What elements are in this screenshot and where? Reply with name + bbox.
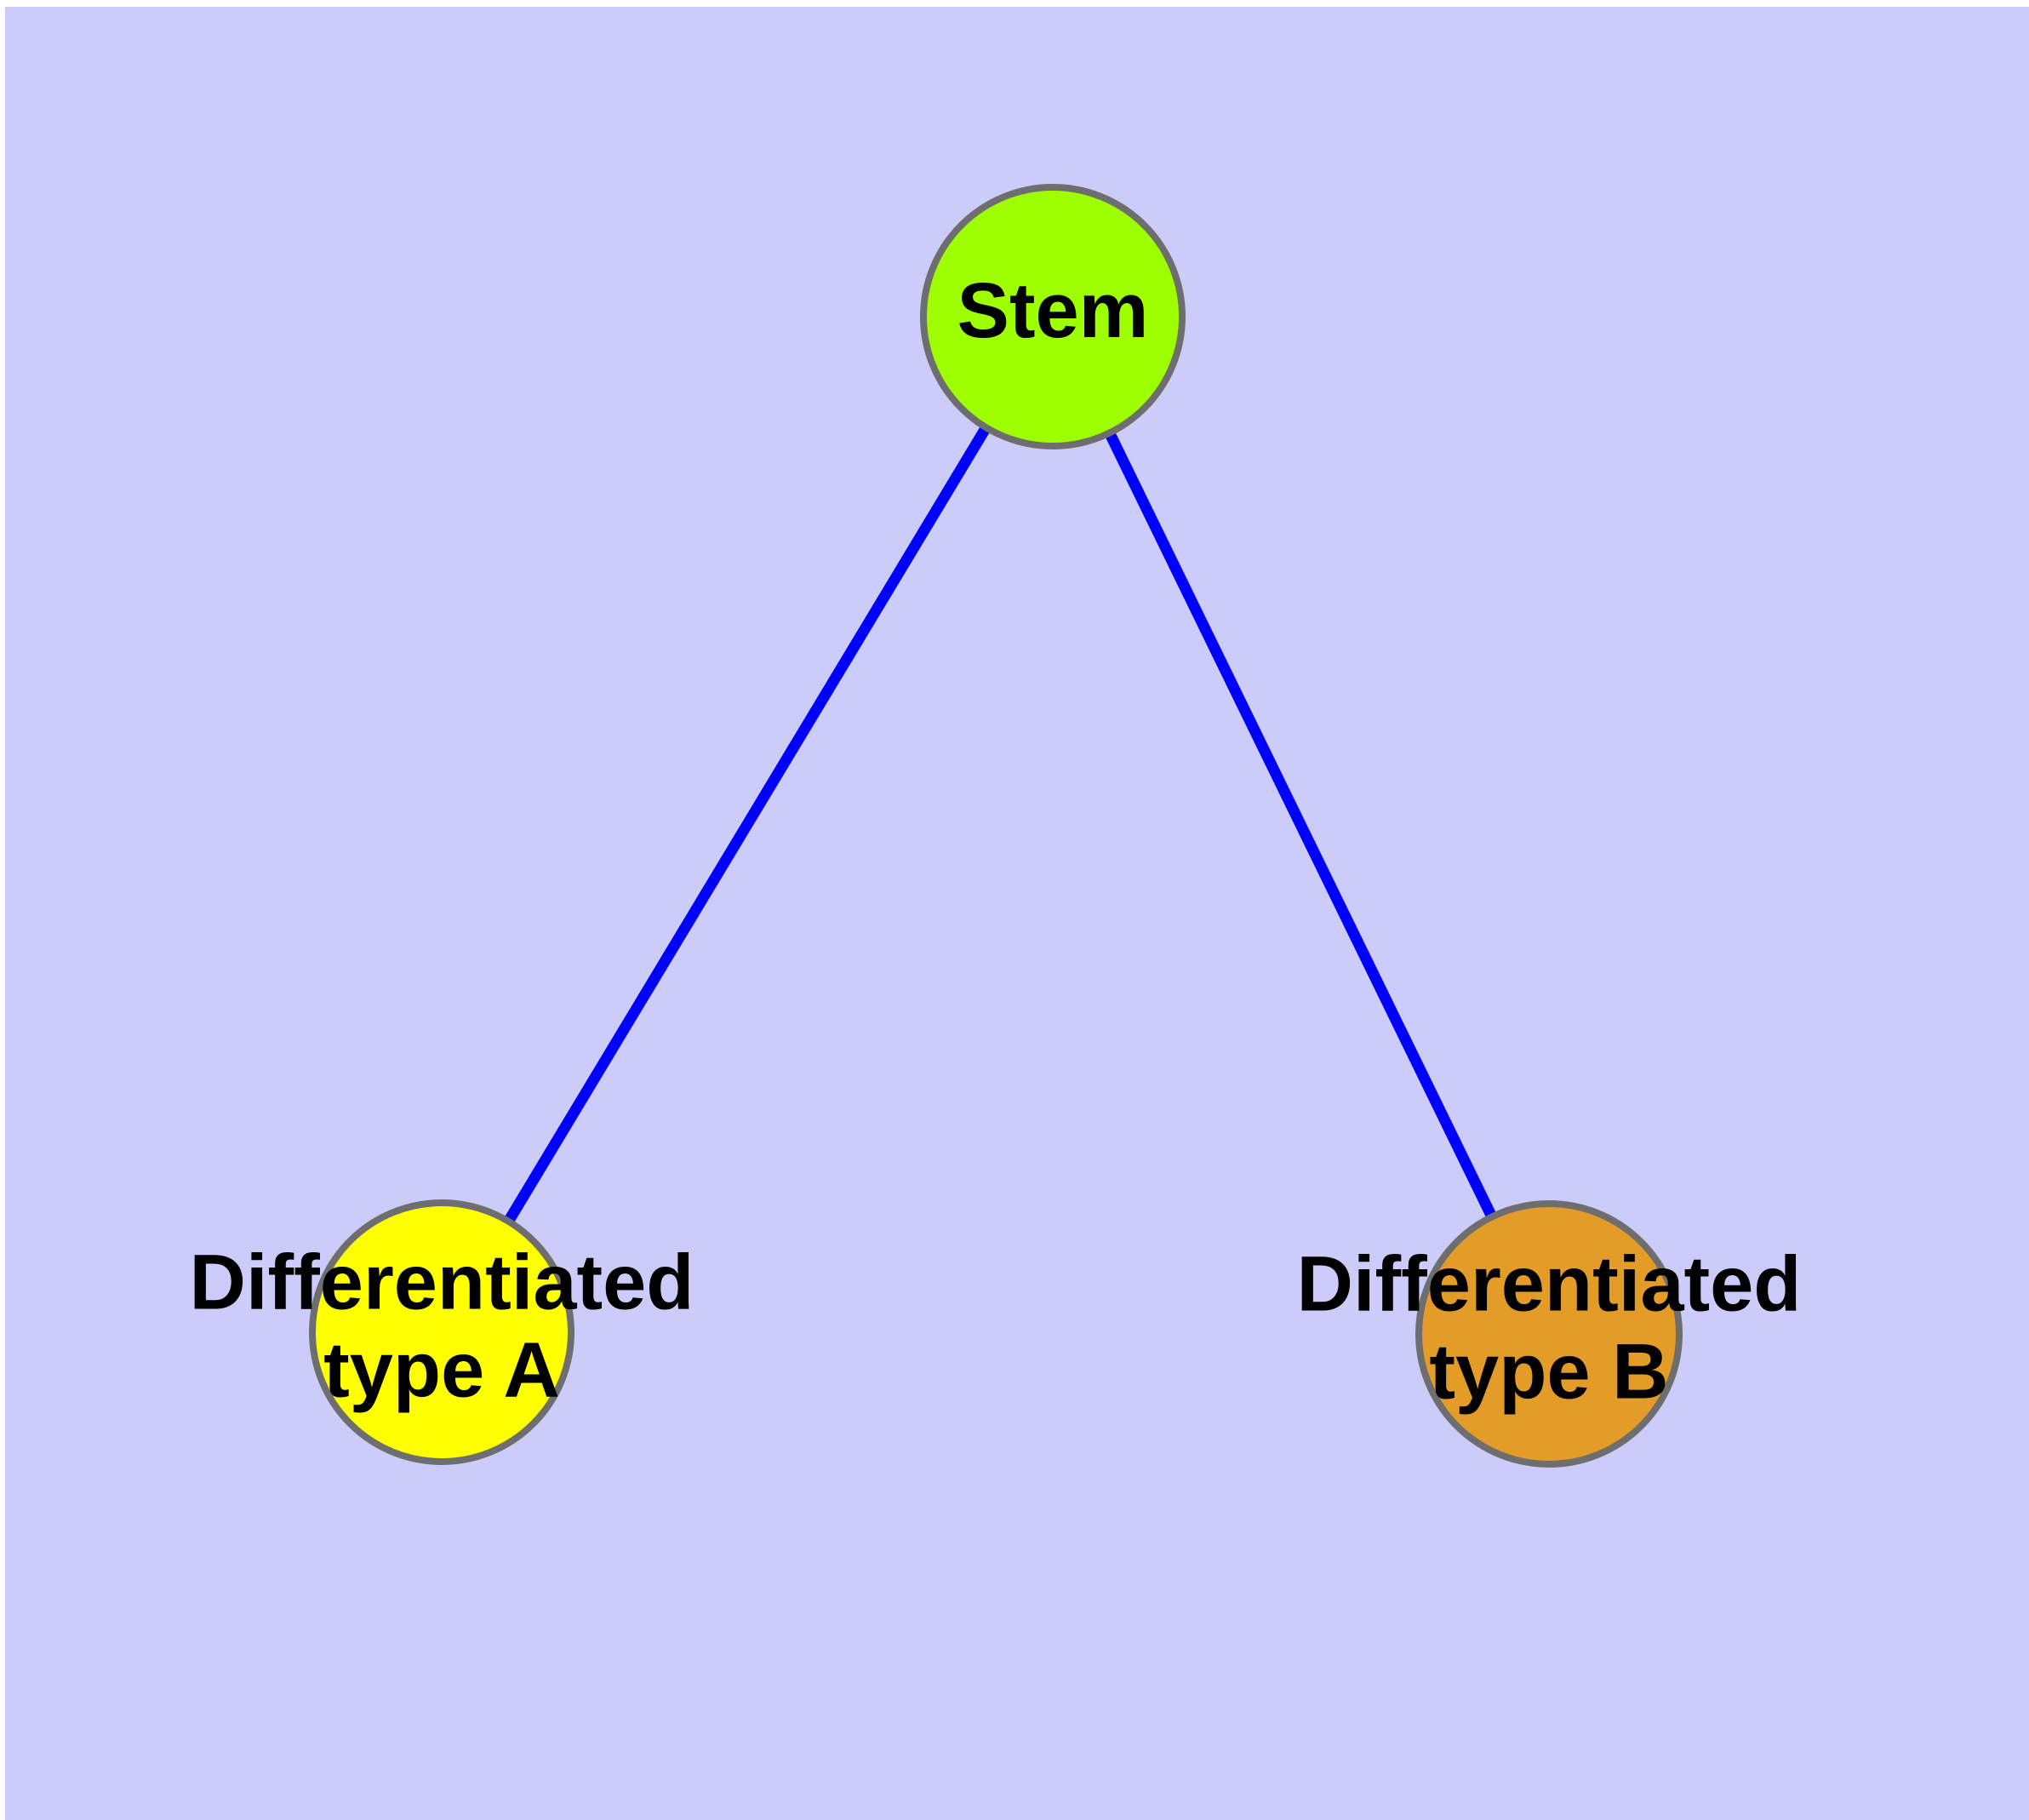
node-label-line: Differentiated: [1297, 1241, 1802, 1328]
node-label-line: type A: [323, 1327, 560, 1414]
edge-stem-diff-b[interactable]: [1048, 314, 1554, 1336]
node-label-line: Differentiated: [190, 1239, 694, 1326]
node-label-stem: Stem: [957, 267, 1149, 354]
edges-layer: [437, 313, 1554, 1336]
nodes-layer: [309, 184, 1683, 1468]
node-diff_b[interactable]: [1415, 1200, 1683, 1468]
node-diff_a[interactable]: [309, 1199, 574, 1465]
node-stem[interactable]: [920, 184, 1186, 449]
node-label-line: type B: [1429, 1329, 1668, 1416]
edge-stem-diff-a[interactable]: [437, 313, 1058, 1336]
node-label-line: Stem: [957, 267, 1149, 354]
